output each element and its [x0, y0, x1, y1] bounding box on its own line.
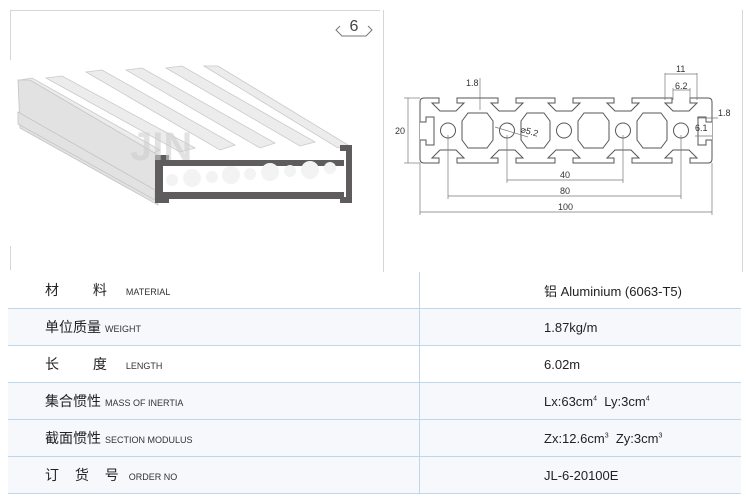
dim-80: 80: [560, 186, 570, 196]
modulus-y: Zy:3cm: [615, 430, 659, 446]
hollow-cell: [461, 112, 494, 149]
spec-value: 1.87kg/m: [419, 308, 741, 346]
profile-end-face: [155, 145, 352, 203]
spec-label-en: MATERIAL: [125, 287, 171, 297]
inertia-x-exp: 4: [593, 395, 598, 403]
inertia-y: Ly:3cm: [604, 393, 646, 409]
frame-left-lower: [10, 246, 11, 270]
spec-value: JL-6-20100E: [419, 456, 741, 494]
dim-hole-diameter: ⌀5.2: [519, 124, 539, 138]
spec-label-cn: 单位质量: [45, 319, 101, 335]
spec-label-cn: 截面惯性: [45, 430, 101, 446]
spec-value: 铝 Aluminium (6063-T5): [419, 272, 741, 309]
dim-height: 20: [395, 126, 405, 136]
modulus-y-exp: 3: [658, 432, 663, 440]
profile-outline: [419, 97, 713, 164]
spec-label-cn: 长 度: [45, 356, 122, 372]
inertia-x: Lx:63cm: [544, 393, 594, 409]
hollow-cell: [520, 112, 551, 149]
profile-end-holes: [166, 161, 336, 187]
spec-label-cn: 集合惯性: [45, 393, 101, 409]
modulus-x: Zx:12.6cm: [544, 430, 605, 446]
dim-slot-width: 11: [676, 64, 685, 74]
spec-label-en: LENGTH: [125, 361, 163, 371]
spec-label-cn: 材 料: [45, 282, 122, 298]
dim-100: 100: [558, 202, 573, 212]
hollow-cell: [636, 112, 668, 149]
frame-left-upper: [10, 10, 11, 60]
left-end-slot: [420, 116, 435, 146]
dim-lip-side: 1.8: [718, 108, 731, 118]
hollow-cell: [577, 112, 610, 149]
profile-3d-illustration: JIN: [17, 65, 352, 206]
modulus-x-exp: 3: [604, 432, 609, 440]
frame-top: [10, 10, 380, 11]
series-number: 6: [349, 18, 359, 35]
series-badge: 6: [334, 18, 374, 38]
frame-divider: [383, 10, 384, 272]
spec-value: Lx:63cm4 Ly:3cm4: [419, 382, 741, 420]
spec-label-en: SECTION MODULUS: [105, 435, 193, 445]
badge-outline-icon: [335, 25, 373, 37]
spec-value: 6.02m: [419, 345, 741, 383]
spec-label-en: MASS OF INERTIA: [105, 398, 184, 408]
spec-value: Zx:12.6cm3 Zy:3cm3: [419, 419, 741, 457]
cross-section-drawing: 1.8 11 6.2 1.8 20 ⌀5.2 6.1 40 80 100: [395, 64, 731, 215]
frame-right: [742, 10, 743, 272]
spec-label-en: WEIGHT: [105, 324, 141, 334]
watermark-logo: JIN: [130, 125, 192, 169]
spec-label-cn: 订 货 号: [45, 467, 125, 483]
inertia-y-exp: 4: [645, 395, 650, 403]
profile-side: [17, 79, 159, 206]
dim-40: 40: [560, 170, 570, 180]
dimension-lines: [404, 73, 718, 215]
spec-row-weight: 单位质量 WEIGHT 1.87kg/m: [8, 308, 741, 346]
center-hole: [556, 122, 572, 139]
right-end-slot: [697, 116, 712, 146]
dim-lip-top: 1.8: [466, 78, 479, 88]
spec-label-en: ORDER NO: [128, 472, 178, 482]
dim-side-slot: 6.1: [695, 123, 708, 133]
dim-slot-opening: 6.2: [675, 81, 688, 91]
